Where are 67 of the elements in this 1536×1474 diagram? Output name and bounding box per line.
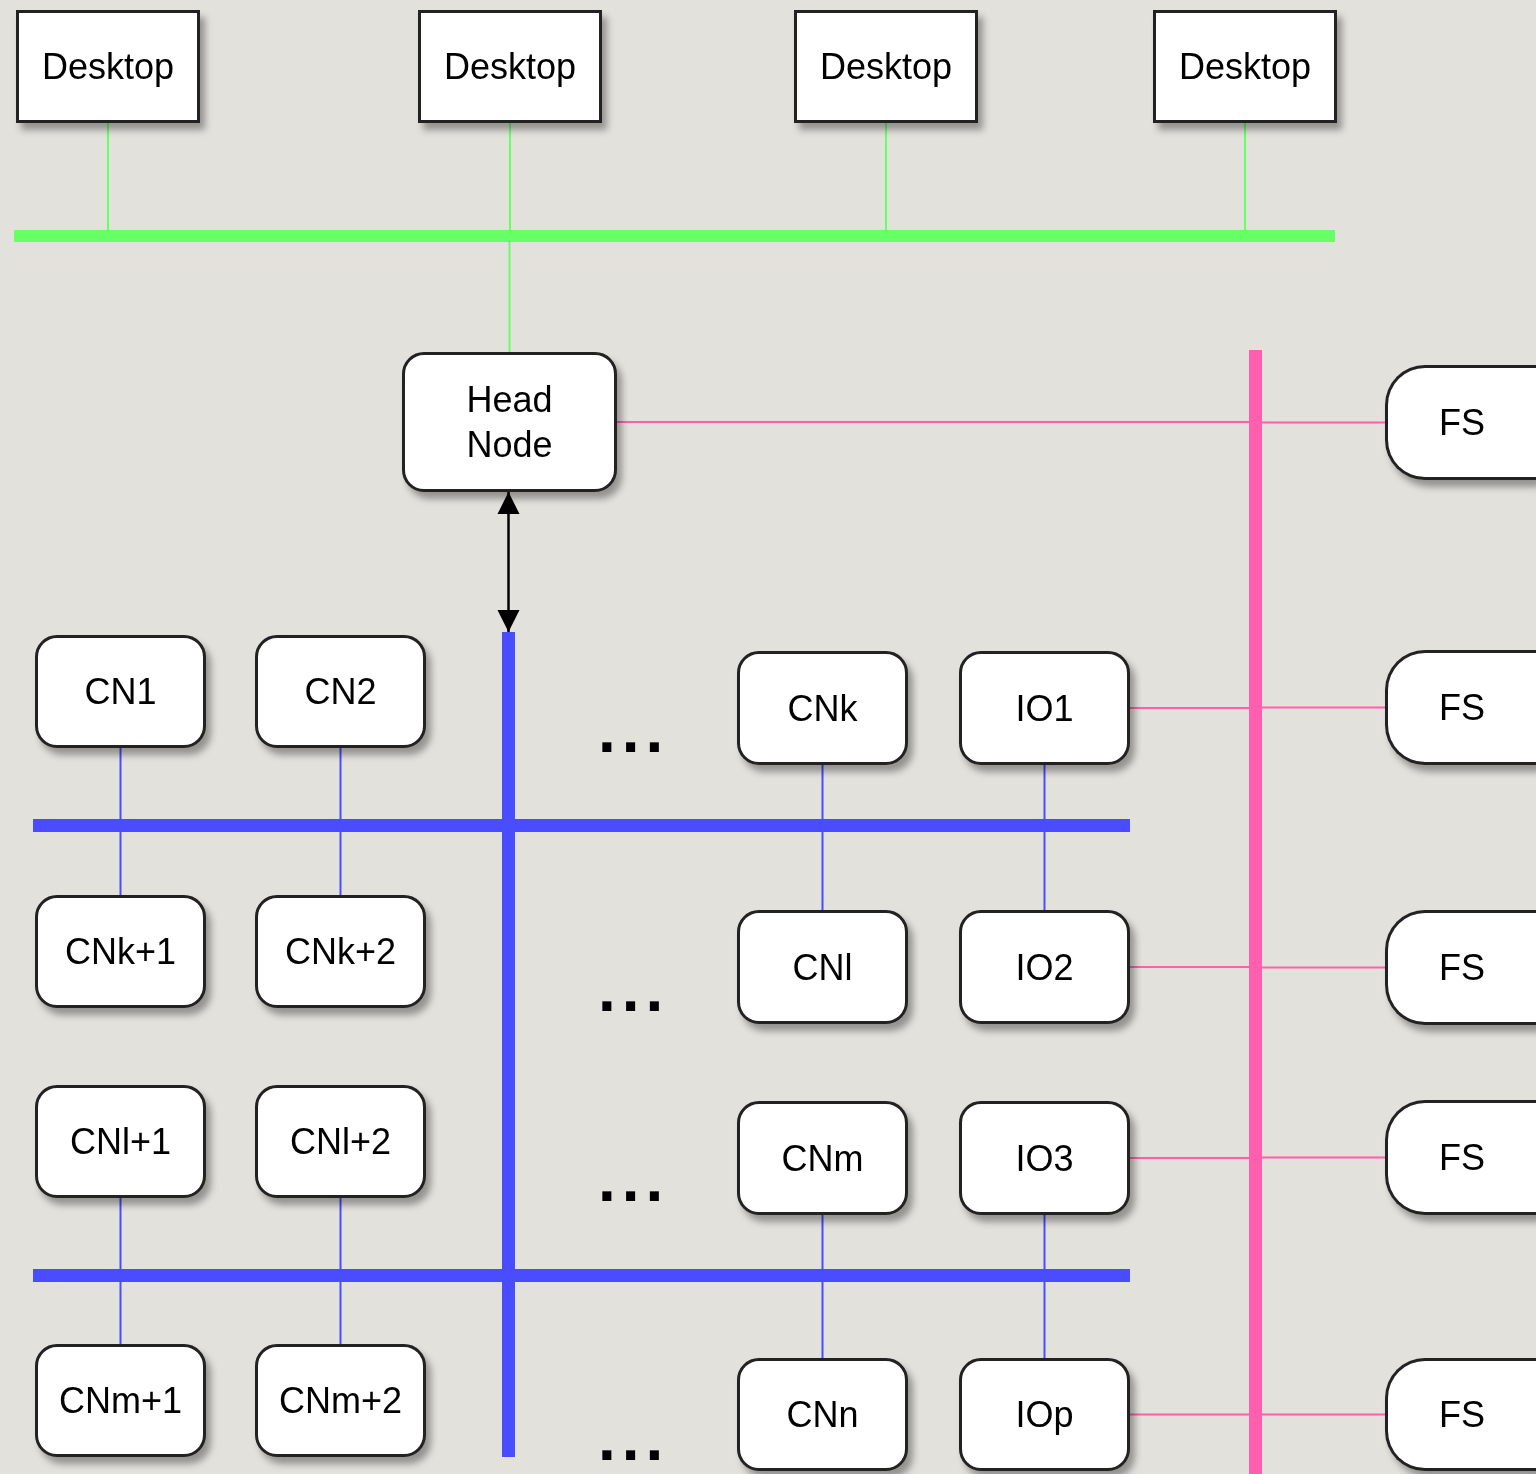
network-bus-bar (1249, 350, 1262, 1474)
connector-line (119, 831, 122, 896)
connector-line (1261, 421, 1386, 424)
desktop-box: Desktop (1153, 10, 1337, 123)
ellipsis-label: ... (598, 1154, 670, 1204)
compute-node-box: CN1 (35, 635, 206, 748)
connector-line (119, 747, 122, 820)
network-bus-bar (502, 632, 515, 1457)
connector-line (1261, 966, 1386, 969)
connector-line (1244, 122, 1246, 231)
compute-node-box: CNl+2 (255, 1085, 426, 1198)
connector-line (1043, 764, 1046, 820)
connector-line (119, 1281, 122, 1345)
network-bus-bar (14, 230, 1335, 242)
ellipsis-label: ... (598, 1413, 670, 1463)
connector-line (821, 831, 824, 911)
ellipsis-label: ... (598, 705, 670, 755)
head-node-box: Head Node (402, 352, 617, 492)
compute-node-box: CNm+2 (255, 1344, 426, 1457)
compute-node-box: CNl (737, 910, 908, 1024)
connector-line (821, 1281, 824, 1359)
connector-line (821, 764, 824, 820)
connector-line (821, 1214, 824, 1270)
connector-line (1043, 1214, 1046, 1270)
connector-line (509, 122, 511, 231)
network-bus-bar (33, 1269, 1130, 1282)
connector-line (119, 1197, 122, 1270)
connector-line (339, 1281, 342, 1345)
io-node-box: IOp (959, 1358, 1130, 1471)
connector-line (616, 421, 1250, 423)
connector-line (885, 122, 887, 231)
compute-node-box: CNk (737, 651, 908, 765)
connector-line (339, 1197, 342, 1270)
compute-node-box: CN2 (255, 635, 426, 748)
connector-line (1129, 707, 1250, 709)
file-server-box: FS (1385, 1100, 1536, 1215)
file-server-box: FS (1385, 1358, 1536, 1471)
compute-node-box: CNk+1 (35, 895, 206, 1008)
io-node-box: IO3 (959, 1101, 1130, 1215)
connector-line (508, 241, 511, 353)
connector-line (107, 122, 109, 231)
compute-node-box: CNm+1 (35, 1344, 206, 1457)
file-server-box: FS (1385, 910, 1536, 1025)
file-server-box: FS (1385, 650, 1536, 765)
compute-node-box: CNm (737, 1101, 908, 1215)
connector-line (1043, 831, 1046, 911)
io-node-box: IO2 (959, 910, 1130, 1024)
desktop-box: Desktop (794, 10, 978, 123)
desktop-box: Desktop (16, 10, 200, 123)
connector-line (1261, 1413, 1386, 1416)
double-arrow (497, 492, 520, 632)
compute-node-box: CNn (737, 1358, 908, 1471)
connector-line (1129, 966, 1250, 968)
connector-line (1043, 1281, 1046, 1359)
file-server-box: FS (1385, 365, 1536, 480)
connector-line (1129, 1157, 1250, 1159)
connector-line (1261, 1156, 1386, 1159)
network-bus-bar (33, 819, 1130, 832)
connector-line (339, 747, 342, 820)
connector-line (1129, 1413, 1250, 1416)
connector-line (339, 831, 342, 896)
desktop-box: Desktop (418, 10, 602, 123)
compute-node-box: CNk+2 (255, 895, 426, 1008)
compute-node-box: CNl+1 (35, 1085, 206, 1198)
ellipsis-label: ... (598, 964, 670, 1014)
connector-line (1261, 706, 1386, 709)
io-node-box: IO1 (959, 651, 1130, 765)
